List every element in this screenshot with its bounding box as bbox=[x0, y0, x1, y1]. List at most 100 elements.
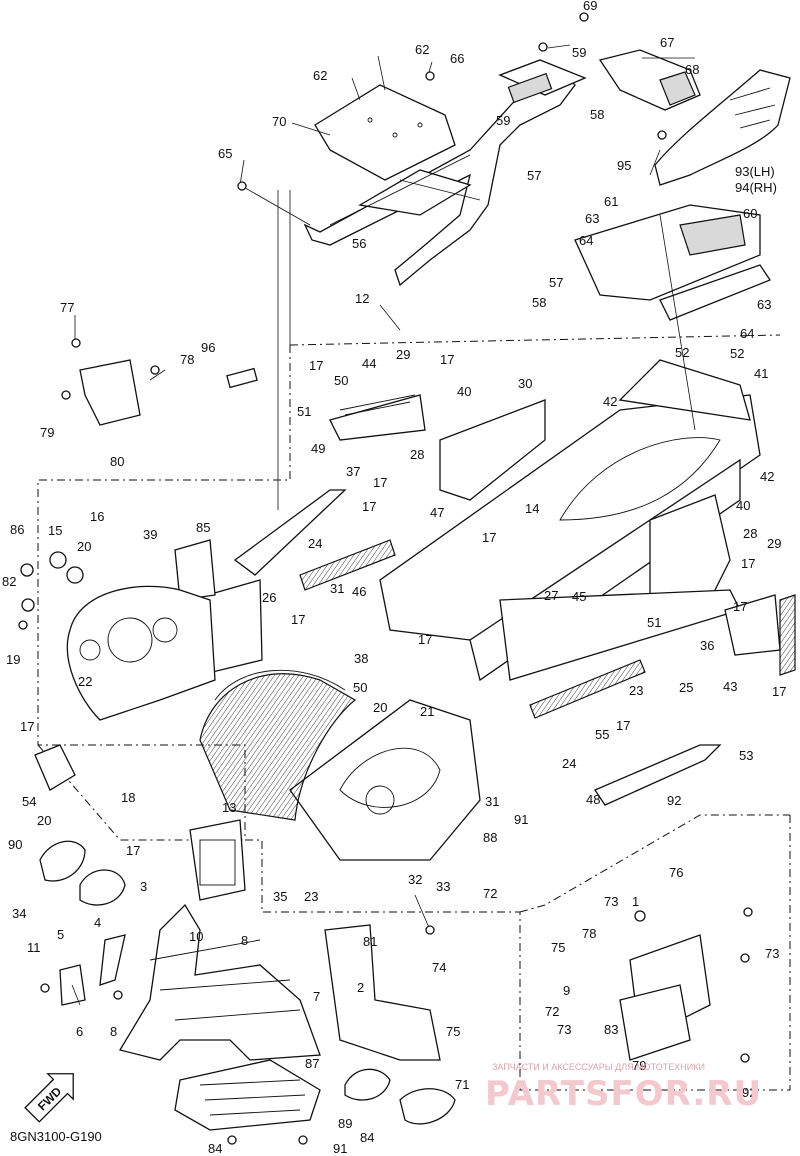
callout: 42 bbox=[760, 469, 774, 484]
callout: 27 bbox=[544, 588, 558, 603]
callout: 63 bbox=[585, 211, 599, 226]
skid-plate-83 bbox=[174, 1059, 321, 1131]
callout: 89 bbox=[338, 1116, 352, 1131]
callout: 20 bbox=[37, 813, 51, 828]
callout: 73 bbox=[557, 1022, 571, 1037]
callout: 79 bbox=[632, 1058, 646, 1073]
callout: 35 bbox=[273, 889, 287, 904]
callout: 16 bbox=[90, 509, 104, 524]
watermark: ЗАПЧАСТИ И АКСЕССУАРЫ ДЛЯ МОТОТЕХНИКИ PA… bbox=[485, 1062, 761, 1114]
callout: 31 bbox=[330, 581, 344, 596]
callout: 81 bbox=[363, 934, 377, 949]
callout: 68 bbox=[685, 62, 699, 77]
callout: 77 bbox=[60, 300, 74, 315]
callout: 73 bbox=[604, 894, 618, 909]
callout: 78 bbox=[180, 352, 194, 367]
callout: 17 bbox=[126, 843, 140, 858]
callout: 70 bbox=[272, 114, 286, 129]
lower-rear-panel bbox=[574, 204, 771, 321]
callout: 46 bbox=[352, 584, 366, 599]
callout: 73 bbox=[765, 946, 779, 961]
callout: 72 bbox=[545, 1004, 559, 1019]
callout: 29 bbox=[767, 536, 781, 551]
bracket-1-3-4 bbox=[59, 934, 126, 1006]
steering-housing bbox=[66, 585, 216, 721]
callout: 90 bbox=[8, 837, 22, 852]
callout: 32 bbox=[408, 872, 422, 887]
callout: 7 bbox=[313, 989, 320, 1004]
bracket-36-43 bbox=[724, 594, 796, 676]
callout: 49 bbox=[311, 441, 325, 456]
callout: 48 bbox=[586, 792, 600, 807]
callout: 44 bbox=[362, 356, 376, 371]
rear-trim-plate bbox=[598, 49, 701, 111]
callout: 92 bbox=[667, 793, 681, 808]
callout: 76 bbox=[669, 865, 683, 880]
callout: 53 bbox=[739, 748, 753, 763]
callout: 59 bbox=[572, 45, 586, 60]
front-bumper-frame bbox=[118, 903, 321, 1061]
callout: 4 bbox=[94, 915, 101, 930]
callout: 47 bbox=[430, 505, 444, 520]
callout: 75 bbox=[446, 1024, 460, 1039]
callout: 86 bbox=[10, 522, 24, 537]
callout: 38 bbox=[354, 651, 368, 666]
cover-87 bbox=[344, 1068, 391, 1101]
callout: 8 bbox=[241, 933, 248, 948]
callout: 50 bbox=[334, 373, 348, 388]
watermark-subtitle: ЗАПЧАСТИ И АКСЕССУАРЫ ДЛЯ МОТОТЕХНИКИ bbox=[492, 1062, 705, 1072]
callout: 58 bbox=[590, 107, 604, 122]
callout: 94(RH) bbox=[735, 180, 777, 195]
fwd-arrow-icon: FWD bbox=[24, 1073, 74, 1123]
callout: 9 bbox=[563, 983, 570, 998]
callout: 6 bbox=[76, 1024, 83, 1039]
callout: 20 bbox=[373, 700, 387, 715]
seat-bracket-plate bbox=[314, 84, 456, 181]
bracket-53 bbox=[34, 744, 76, 791]
callout: 64 bbox=[740, 326, 754, 341]
heat-shield-30 bbox=[439, 399, 546, 501]
callout: 24 bbox=[562, 756, 576, 771]
callout: 28 bbox=[743, 526, 757, 541]
callout: 28 bbox=[410, 447, 424, 462]
callout: 79 bbox=[40, 425, 54, 440]
callout: 59 bbox=[496, 113, 510, 128]
rear-bracket-group bbox=[619, 934, 711, 1061]
callout: 39 bbox=[143, 527, 157, 542]
callout: 57 bbox=[549, 275, 563, 290]
callout: 83 bbox=[604, 1022, 618, 1037]
front-bulkhead bbox=[289, 699, 481, 861]
callout: 36 bbox=[700, 638, 714, 653]
callout: 91 bbox=[333, 1141, 347, 1156]
callout: 80 bbox=[110, 454, 124, 469]
callout: 17 bbox=[741, 556, 755, 571]
callout: 57 bbox=[527, 168, 541, 183]
callout: 8 bbox=[110, 1024, 117, 1039]
callout: 87 bbox=[305, 1056, 319, 1071]
callout: 17 bbox=[418, 632, 432, 647]
strap-26 bbox=[299, 539, 396, 591]
callout: 2 bbox=[357, 980, 364, 995]
callout: 23 bbox=[629, 683, 643, 698]
guard-48 bbox=[594, 744, 722, 806]
callout: 43 bbox=[723, 679, 737, 694]
callout: 64 bbox=[579, 233, 593, 248]
fasteners bbox=[18, 12, 753, 1145]
callout: 21 bbox=[420, 704, 434, 719]
callout: 75 bbox=[551, 940, 565, 955]
callout: 15 bbox=[48, 523, 62, 538]
callout: 63 bbox=[757, 297, 771, 312]
callout: 20 bbox=[77, 539, 91, 554]
callout: 62 bbox=[313, 68, 327, 83]
callout: 54 bbox=[22, 794, 36, 809]
callout: 45 bbox=[572, 589, 586, 604]
callout: 66 bbox=[450, 51, 464, 66]
callout: 17 bbox=[733, 599, 747, 614]
callout: 56 bbox=[352, 236, 366, 251]
diagram-code: 8GN3100-G190 bbox=[10, 1129, 102, 1144]
callout: 17 bbox=[482, 530, 496, 545]
callout: 13 bbox=[222, 800, 236, 815]
cover-89 bbox=[399, 1088, 456, 1125]
callout: 82 bbox=[2, 574, 16, 589]
callout: 61 bbox=[604, 194, 618, 209]
